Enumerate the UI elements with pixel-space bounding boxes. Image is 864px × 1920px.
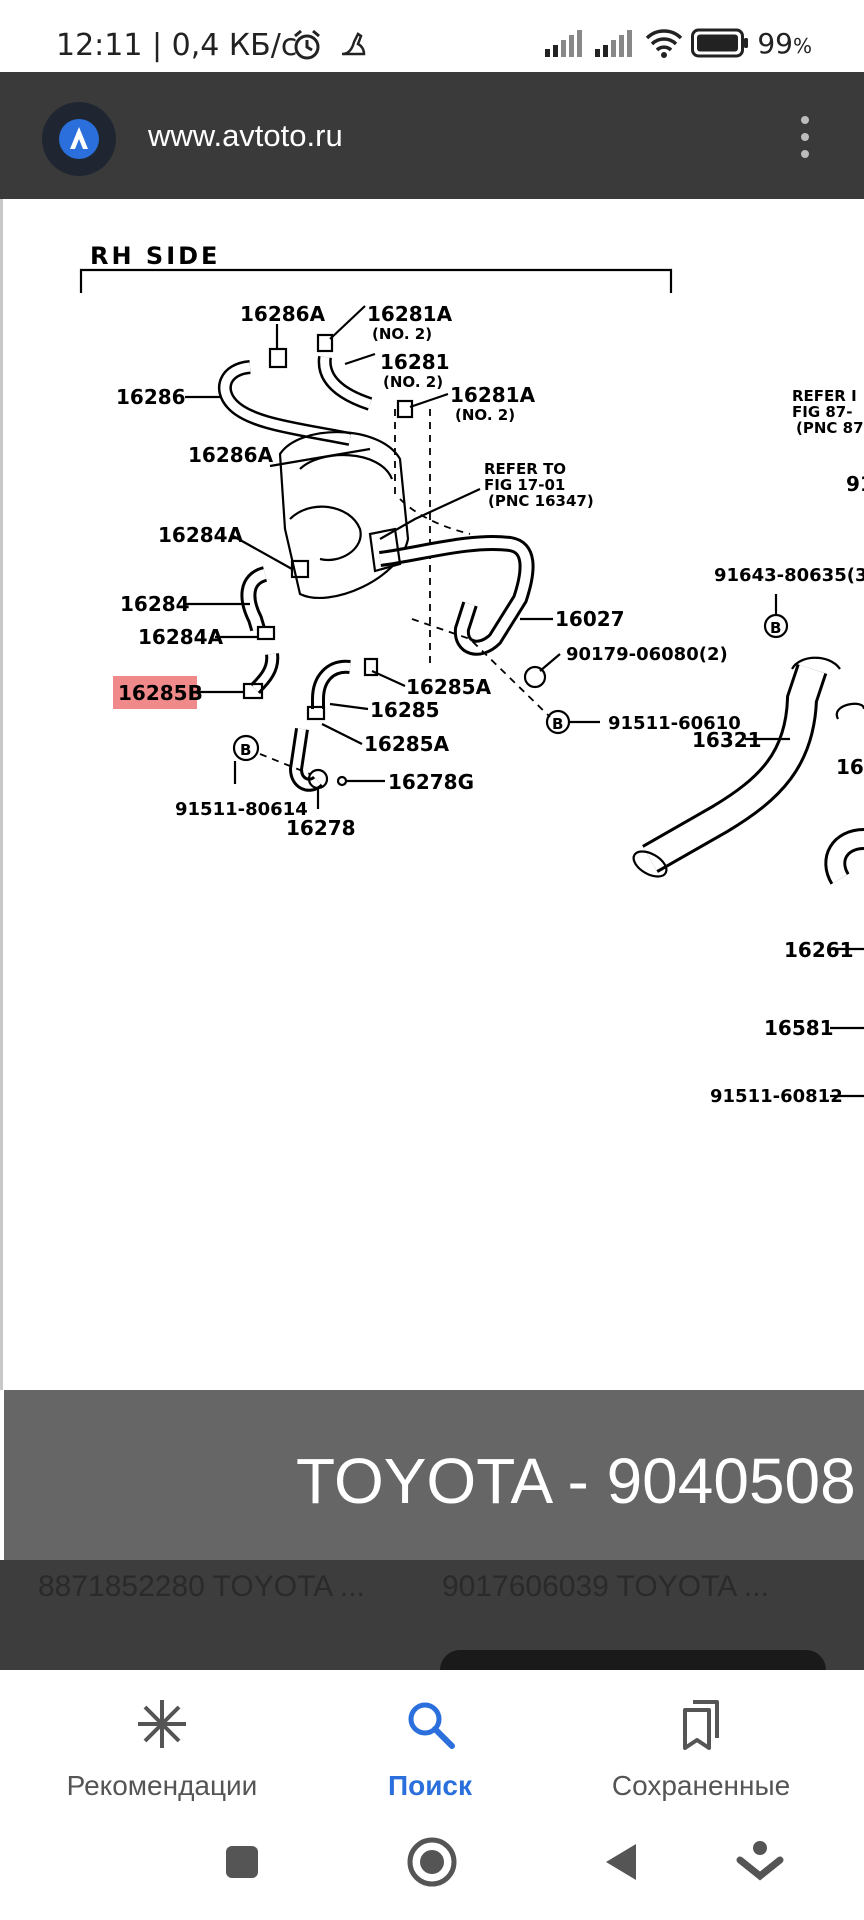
svg-text:16027: 16027 bbox=[555, 607, 625, 631]
svg-text:91: 91 bbox=[846, 472, 864, 496]
svg-text:91511-60610: 91511-60610 bbox=[608, 713, 741, 734]
svg-text:REFER TO: REFER TO bbox=[484, 460, 566, 478]
svg-text:16281A: 16281A bbox=[367, 302, 453, 326]
svg-text:16281A: 16281A bbox=[450, 383, 536, 407]
svg-text:B: B bbox=[240, 741, 251, 759]
related-thumbnail[interactable] bbox=[440, 1650, 826, 1670]
more-vert-icon[interactable] bbox=[790, 112, 820, 162]
nav-search[interactable]: Поиск bbox=[330, 1670, 530, 1810]
system-nav bbox=[0, 1810, 864, 1920]
nav-recommendations-label: Рекомендации bbox=[66, 1770, 258, 1801]
bolt-90179 bbox=[523, 665, 547, 689]
nav-saved[interactable]: Сохраненные bbox=[586, 1670, 816, 1810]
battery-icon bbox=[691, 28, 749, 58]
nav-saved-label: Сохраненные bbox=[611, 1770, 791, 1801]
image-preview[interactable] bbox=[0, 199, 864, 1390]
svg-text:16581: 16581 bbox=[764, 1016, 834, 1040]
clamp-16281A-2 bbox=[396, 399, 414, 419]
back-icon[interactable] bbox=[592, 1832, 652, 1892]
related-item-1[interactable]: 8871852280 TOYOTA ... bbox=[38, 1570, 365, 1603]
svg-text:91511-60812: 91511-60812 bbox=[710, 1086, 843, 1107]
notification-icon bbox=[341, 32, 366, 56]
svg-text:(PNC 87: (PNC 87 bbox=[796, 419, 864, 437]
svg-text:(NO. 2): (NO. 2) bbox=[455, 406, 515, 424]
signal-icon bbox=[595, 30, 633, 57]
svg-text:REFER I: REFER I bbox=[792, 387, 857, 405]
svg-text:16284: 16284 bbox=[120, 592, 190, 616]
caption-band[interactable]: TOYOTA - 9040508 bbox=[4, 1390, 864, 1560]
caption-text: TOYOTA - 9040508 bbox=[296, 1445, 856, 1517]
svg-text:16284A: 16284A bbox=[158, 523, 244, 547]
svg-text:(PNC 16347): (PNC 16347) bbox=[488, 492, 594, 510]
status-bar: 12:11 | 0,4 КБ/с 99% bbox=[0, 0, 864, 72]
bookmarks-icon bbox=[683, 1700, 719, 1750]
asterisk-icon bbox=[138, 1700, 186, 1748]
svg-text:16284A: 16284A bbox=[138, 625, 224, 649]
signal-icon bbox=[545, 30, 583, 57]
svg-text:16321: 16321 bbox=[692, 728, 762, 752]
svg-text:16261: 16261 bbox=[784, 938, 854, 962]
svg-text:B: B bbox=[552, 715, 563, 733]
site-url[interactable]: www.avtoto.ru bbox=[148, 118, 343, 153]
svg-text:16286: 16286 bbox=[116, 385, 186, 409]
status-time: 12:11 | 0,4 КБ/с bbox=[56, 28, 298, 63]
browser-bar: www.avtoto.ru bbox=[0, 72, 864, 199]
svg-text:91643-80635(3): 91643-80635(3) bbox=[714, 565, 864, 586]
assistant-icon[interactable] bbox=[730, 1832, 790, 1892]
diagram-header: RH SIDE bbox=[90, 242, 220, 270]
parts-diagram: RH SIDE B B B bbox=[79, 242, 864, 1107]
svg-text:16285A: 16285A bbox=[406, 675, 492, 699]
svg-text:(NO. 2): (NO. 2) bbox=[372, 325, 432, 343]
recent-apps-icon[interactable] bbox=[212, 1832, 272, 1892]
engine-body bbox=[278, 431, 410, 599]
preview-edge bbox=[0, 199, 3, 1390]
svg-text:16285: 16285 bbox=[370, 698, 440, 722]
wifi-icon bbox=[646, 29, 683, 58]
svg-text:FIG 17-01: FIG 17-01 bbox=[484, 476, 565, 494]
label-16285B: 16285B bbox=[118, 681, 203, 705]
related-strip: 8871852280 TOYOTA ... 9017606039 TOYOTA … bbox=[0, 1560, 864, 1670]
header-bracket bbox=[79, 268, 673, 293]
svg-text:16286A: 16286A bbox=[188, 443, 274, 467]
site-logo-icon bbox=[59, 119, 99, 159]
highlight-16285B bbox=[113, 676, 197, 709]
nav-search-label: Поиск bbox=[387, 1770, 473, 1801]
home-icon[interactable] bbox=[402, 1832, 462, 1892]
svg-text:16286A: 16286A bbox=[240, 302, 326, 326]
clamp-16286A bbox=[268, 347, 288, 369]
site-logo[interactable] bbox=[42, 102, 116, 176]
svg-text:B: B bbox=[770, 619, 781, 637]
nav-recommendations[interactable]: Рекомендации bbox=[40, 1670, 284, 1810]
battery-percent: 99% bbox=[757, 26, 812, 60]
svg-text:16281: 16281 bbox=[380, 350, 450, 374]
svg-text:90179-06080(2): 90179-06080(2) bbox=[566, 644, 728, 665]
svg-text:91511-80614: 91511-80614 bbox=[175, 799, 308, 820]
svg-text:16285A: 16285A bbox=[364, 732, 450, 756]
status-right: 99% bbox=[545, 26, 812, 60]
bottom-nav: Рекомендации Поиск Сохраненные bbox=[0, 1670, 864, 1810]
svg-text:16278G: 16278G bbox=[388, 770, 474, 794]
svg-text:FIG 87-: FIG 87- bbox=[792, 403, 852, 421]
svg-text:(NO. 2): (NO. 2) bbox=[383, 373, 443, 391]
alarm-icon bbox=[294, 29, 320, 60]
svg-text:16278: 16278 bbox=[286, 816, 356, 840]
clamp-16281A bbox=[316, 333, 334, 353]
related-item-2[interactable]: 9017606039 TOYOTA ... bbox=[442, 1570, 769, 1603]
search-icon bbox=[408, 1702, 455, 1749]
svg-text:16: 16 bbox=[836, 755, 864, 779]
